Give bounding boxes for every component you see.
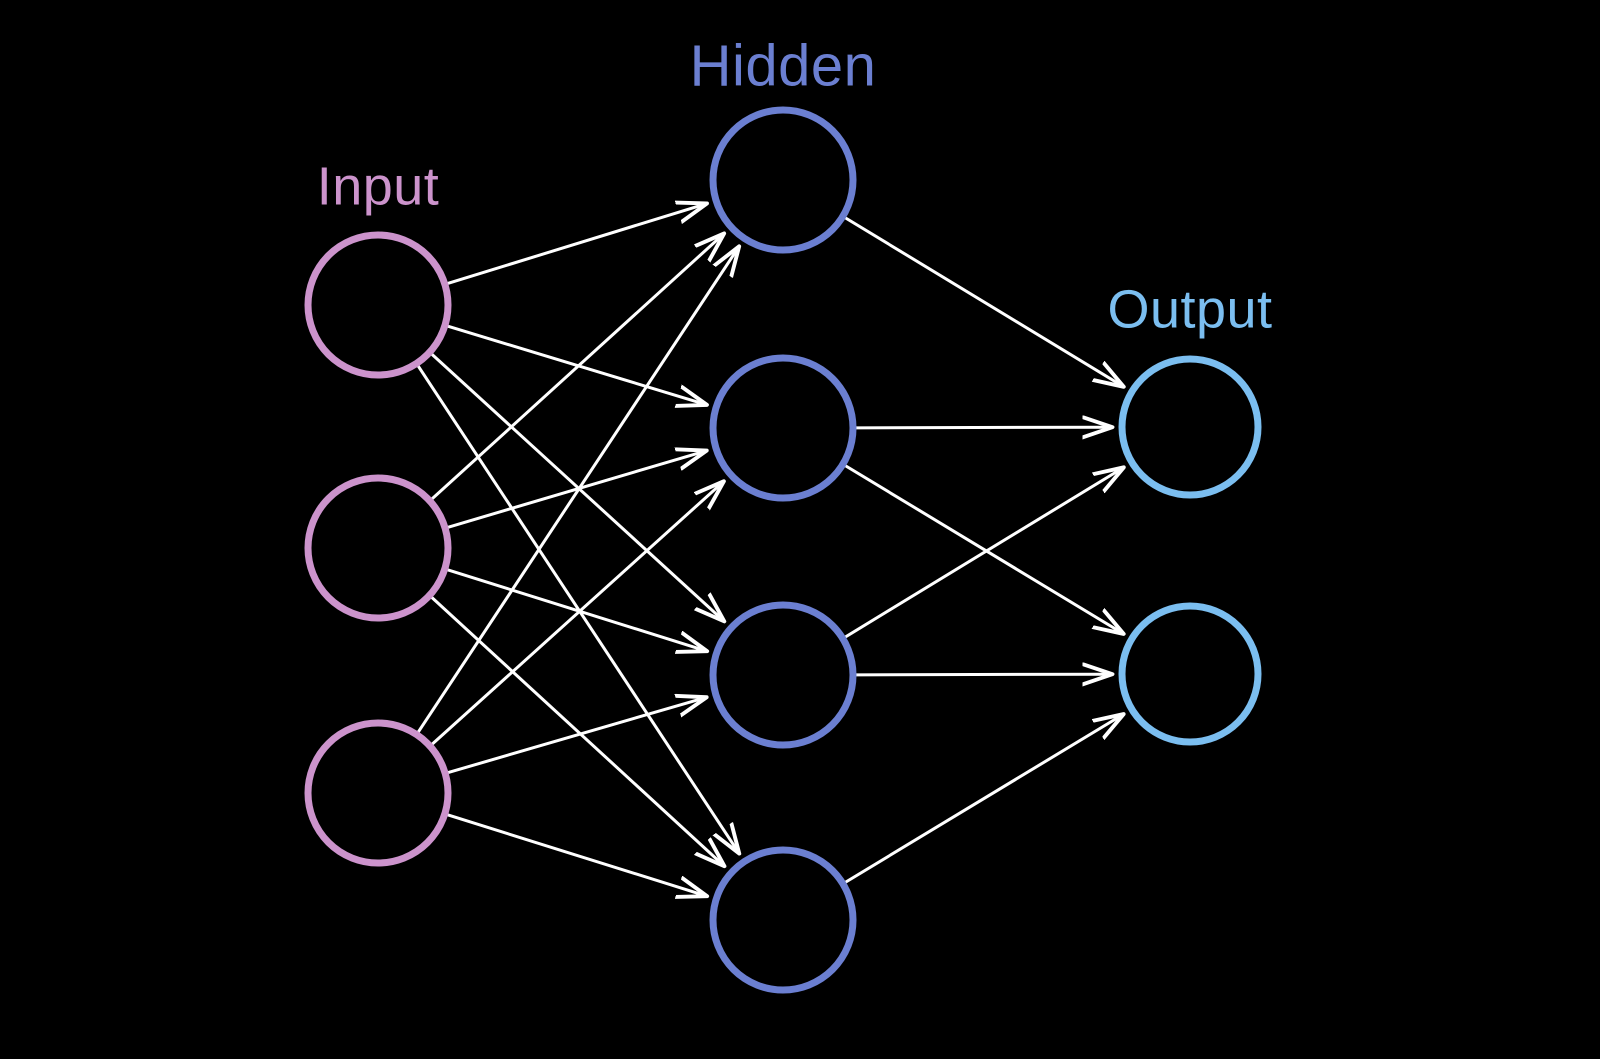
edge-i1-to-h3 bbox=[430, 353, 723, 620]
hidden-node-1[interactable] bbox=[709, 106, 857, 254]
nodes-group bbox=[304, 106, 1262, 994]
edge-h2-to-o2 bbox=[844, 464, 1122, 633]
output-node-2[interactable] bbox=[1118, 602, 1262, 746]
edge-i3-to-h1 bbox=[416, 248, 738, 733]
edge-i2-to-h1 bbox=[431, 234, 723, 501]
edge-i2-to-h2 bbox=[447, 451, 705, 529]
input-node-3[interactable] bbox=[304, 719, 452, 867]
output-node-1[interactable] bbox=[1118, 355, 1262, 499]
hidden-node-2[interactable] bbox=[709, 354, 857, 502]
hidden-node-4[interactable] bbox=[709, 846, 857, 994]
edge-i2-to-h3 bbox=[447, 568, 706, 651]
edges-group bbox=[416, 204, 1122, 896]
edge-i1-to-h4 bbox=[416, 365, 738, 852]
edge-h1-to-o1 bbox=[844, 216, 1122, 386]
edge-i2-to-h4 bbox=[430, 596, 724, 865]
edge-i1-to-h2 bbox=[447, 324, 706, 404]
hidden-node-3[interactable] bbox=[709, 601, 857, 749]
edge-h3-to-o1 bbox=[844, 468, 1122, 639]
edge-i3-to-h3 bbox=[447, 698, 705, 775]
edge-i3-to-h2 bbox=[431, 482, 723, 746]
input-label: Input bbox=[317, 156, 440, 216]
edge-i3-to-h4 bbox=[447, 813, 706, 896]
edge-h4-to-o2 bbox=[844, 715, 1122, 884]
input-node-1[interactable] bbox=[304, 231, 452, 379]
output-label: Output bbox=[1107, 279, 1272, 339]
input-node-2[interactable] bbox=[304, 474, 452, 622]
edge-h2-to-o1 bbox=[855, 427, 1111, 428]
edge-i1-to-h1 bbox=[447, 204, 706, 285]
hidden-label: Hidden bbox=[690, 33, 877, 98]
edge-h3-to-o2 bbox=[855, 674, 1111, 675]
